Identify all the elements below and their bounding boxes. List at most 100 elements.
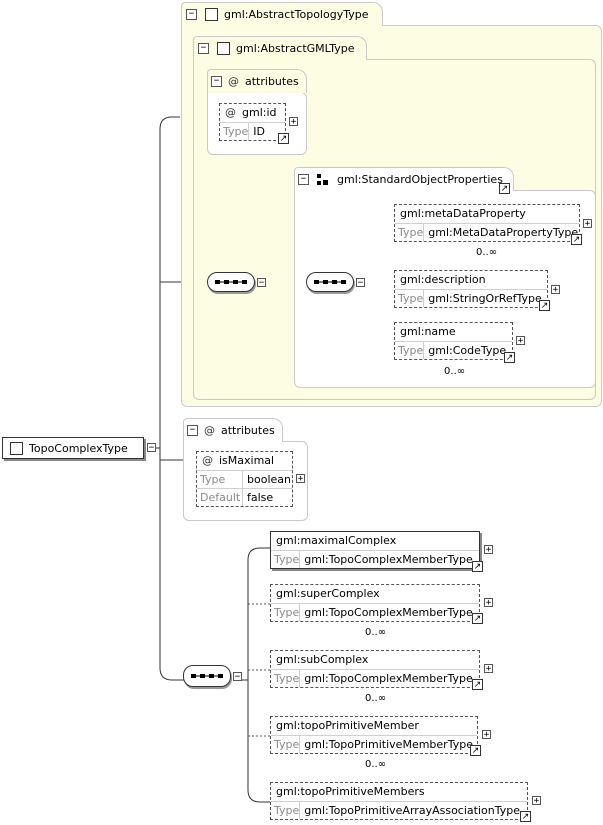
type-label: Type [395, 290, 425, 307]
attributes-label: attributes [221, 424, 275, 437]
expand-icon[interactable]: + [532, 796, 541, 806]
element-name: gml:topoPrimitiveMember [276, 719, 419, 732]
is-maximal-attribute[interactable]: @ isMaximal Type boolean Default false [196, 451, 293, 507]
abstract-topology-label: gml:AbstractTopologyType [224, 8, 369, 21]
type-value: gml:TopoComplexMemberType [304, 553, 473, 566]
abstract-topology-tab: − gml:AbstractTopologyType [181, 2, 383, 26]
link-arrow-icon[interactable]: ↗ [472, 561, 483, 572]
expand-icon[interactable]: + [289, 117, 298, 127]
attribute-name: isMaximal [219, 454, 275, 467]
collapse-icon[interactable]: − [298, 174, 309, 185]
multiplicity: 0..∞ [365, 759, 387, 770]
collapse-icon[interactable]: − [147, 443, 156, 453]
collapse-icon[interactable]: − [186, 9, 197, 20]
element-name: gml:subComplex [276, 653, 369, 666]
expand-icon[interactable]: + [484, 545, 493, 555]
link-arrow-icon[interactable]: ↗ [278, 133, 289, 144]
default-label: Default [197, 489, 243, 506]
attributes-tab: − @ attributes [183, 418, 283, 442]
element-name: gml:description [400, 273, 486, 286]
standard-props-label: gml:StandardObjectProperties [337, 173, 503, 186]
element-name: gml:topoPrimitiveMembers [276, 785, 425, 798]
element-name: gml:metaDataProperty [400, 207, 526, 220]
link-arrow-icon[interactable]: ↗ [539, 300, 550, 311]
type-value: gml:MetaDataPropertyType [428, 226, 579, 239]
collapse-icon[interactable]: − [187, 425, 198, 436]
multiplicity: 0..∞ [476, 247, 498, 258]
collapse-icon[interactable]: − [233, 672, 242, 682]
type-label: Type [271, 736, 301, 753]
type-value: gml:CodeType [428, 344, 507, 357]
element-name: gml:maximalComplex [276, 534, 397, 547]
collapse-icon[interactable]: − [198, 43, 209, 54]
type-value: gml:StringOrRefType [428, 292, 542, 305]
multiplicity: 0..∞ [365, 693, 387, 704]
collapse-icon[interactable]: − [211, 76, 222, 87]
expand-icon[interactable]: + [516, 336, 525, 346]
sequence-icon [191, 674, 223, 678]
standard-props-tab: − gml:StandardObjectProperties [294, 167, 514, 191]
link-arrow-icon[interactable]: ↗ [472, 679, 483, 690]
link-arrow-icon[interactable]: ↗ [571, 234, 582, 245]
link-arrow-icon[interactable]: ↗ [504, 352, 515, 363]
group-icon [317, 173, 329, 186]
expand-icon[interactable]: + [482, 730, 491, 740]
multiplicity: 0..∞ [444, 366, 466, 377]
attribute-at-icon: @ [225, 106, 236, 119]
type-value: gml:TopoComplexMemberType [304, 606, 473, 619]
type-value: boolean [247, 473, 291, 486]
element-name: gml:name [400, 325, 456, 338]
sequence-connector [183, 665, 231, 687]
complex-type-icon [217, 42, 230, 55]
attributes-tab: − @ attributes [207, 69, 307, 93]
gml-id-name: gml:id [242, 106, 277, 119]
type-label: Type [395, 342, 425, 359]
expand-icon[interactable]: + [296, 474, 305, 484]
abstract-gml-label: gml:AbstractGMLType [236, 42, 355, 55]
type-label: Type [220, 123, 250, 140]
link-arrow-icon[interactable]: ↗ [499, 183, 510, 194]
complex-type-icon [10, 441, 23, 455]
type-value: gml:TopoPrimitiveMemberType [304, 738, 473, 751]
type-label: Type [271, 670, 301, 687]
default-value: false [247, 491, 274, 504]
sequence-icon [215, 280, 247, 284]
collapse-icon[interactable]: − [356, 278, 365, 288]
multiplicity: 0..∞ [365, 627, 387, 638]
type-label: Type [395, 224, 425, 241]
expand-icon[interactable]: + [583, 219, 592, 229]
expand-icon[interactable]: + [551, 285, 560, 295]
collapse-icon[interactable]: − [257, 278, 266, 288]
expand-icon[interactable]: + [484, 598, 493, 608]
abstract-gml-tab: − gml:AbstractGMLType [193, 36, 367, 60]
attribute-at-icon: @ [202, 454, 213, 467]
link-arrow-icon[interactable]: ↗ [470, 745, 481, 756]
type-label: Type [271, 604, 301, 621]
expand-icon[interactable]: + [484, 664, 493, 674]
element-name: gml:superComplex [276, 587, 380, 600]
attribute-at-icon: @ [204, 424, 215, 437]
type-value: ID [253, 125, 265, 138]
topo-complex-type-root[interactable]: TopoComplexType [2, 437, 144, 459]
type-label: Type [271, 802, 301, 819]
type-label: Type [271, 551, 301, 568]
link-arrow-icon[interactable]: ↗ [472, 613, 483, 624]
sequence-connector [207, 272, 255, 292]
type-value: gml:TopoComplexMemberType [304, 672, 473, 685]
attributes-label: attributes [245, 75, 299, 88]
type-value: gml:TopoPrimitiveArrayAssociationType [304, 804, 520, 817]
type-label: Type [197, 471, 243, 488]
link-arrow-icon[interactable]: ↗ [520, 811, 531, 822]
sequence-icon [314, 280, 346, 284]
attribute-at-icon: @ [228, 75, 239, 88]
complex-type-icon [205, 8, 218, 21]
